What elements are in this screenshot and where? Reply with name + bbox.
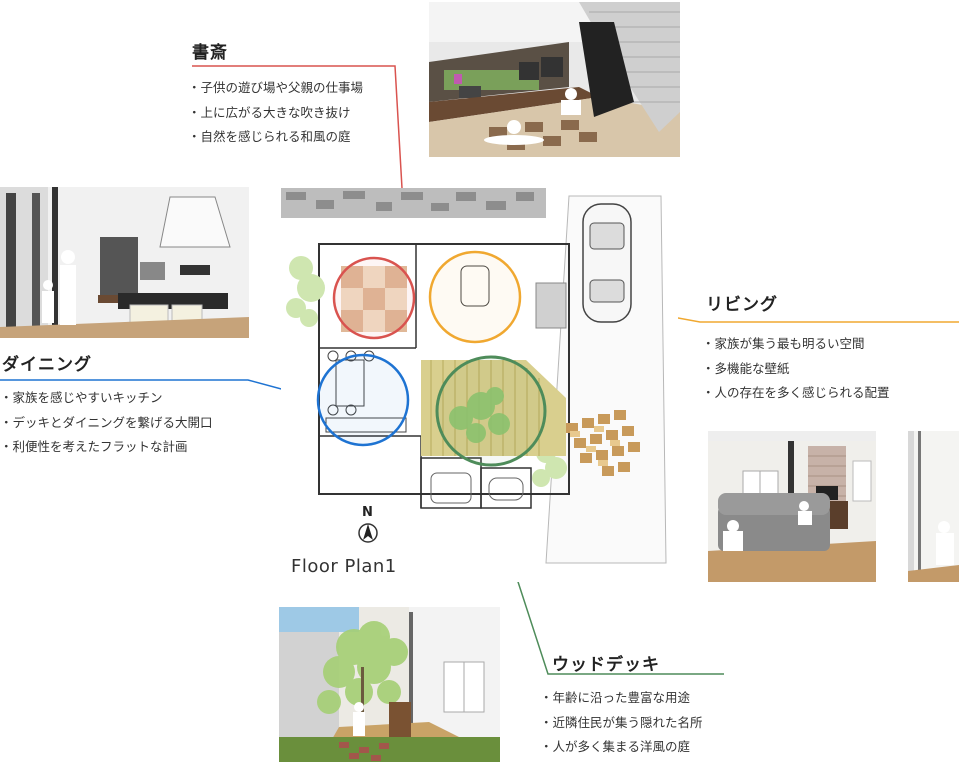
deck-bullet: ・人が多く集まる洋風の庭 [540, 739, 691, 754]
floor-plan [281, 188, 678, 582]
study-bullet: ・自然を感じられる和風の庭 [188, 129, 351, 144]
dining-highlight [316, 353, 410, 447]
study-bullet: ・上に広がる大きな吹き抜け [188, 104, 351, 120]
living-bullet: ・家族が集う最も明るい空間 [702, 336, 865, 351]
study-bullet: ・子供の遊び場や父親の仕事場 [188, 80, 364, 95]
dining-title: ダイニング [2, 355, 92, 375]
living-photo-partial [908, 431, 959, 582]
floor-plan-label: Floor Plan1 [291, 556, 397, 577]
dining-bullet: ・利便性を考えたフラットな計画 [0, 439, 188, 454]
deck-bullets: ・年齢に沿った豊富な用途 ・近隣住民が集う隠れた名所 ・人が多く集まる洋風の庭 [540, 686, 703, 760]
living-title: リビング [706, 295, 778, 315]
deck-title: ウッドデッキ [552, 655, 660, 675]
deck-bullet: ・年齢に沿った豊富な用途 [540, 690, 691, 705]
study-highlight [332, 256, 416, 340]
study-title: 書斎 [192, 43, 228, 63]
north-label: N [362, 505, 373, 520]
deck-highlight [435, 355, 547, 467]
study-photo [429, 2, 680, 157]
living-photo [708, 431, 876, 582]
deck-photo [279, 607, 500, 762]
study-bullets: ・子供の遊び場や父親の仕事場 ・上に広がる大きな吹き抜け ・自然を感じられる和風… [188, 76, 363, 150]
dining-bullet: ・家族を感じやすいキッチン [0, 390, 163, 405]
dining-bullet: ・デッキとダイニングを繋げる大開口 [0, 414, 213, 430]
dining-photo [0, 187, 249, 338]
deck-bullet: ・近隣住民が集う隠れた名所 [540, 714, 703, 730]
living-bullets: ・家族が集う最も明るい空間 ・多機能な壁紙 ・人の存在を多く感じられる配置 [702, 332, 890, 406]
living-bullet: ・多機能な壁紙 [702, 360, 790, 376]
living-highlight [428, 250, 522, 344]
dining-bullets: ・家族を感じやすいキッチン ・デッキとダイニングを繋げる大開口 ・利便性を考えた… [0, 386, 213, 460]
living-bullet: ・人の存在を多く感じられる配置 [702, 385, 890, 400]
